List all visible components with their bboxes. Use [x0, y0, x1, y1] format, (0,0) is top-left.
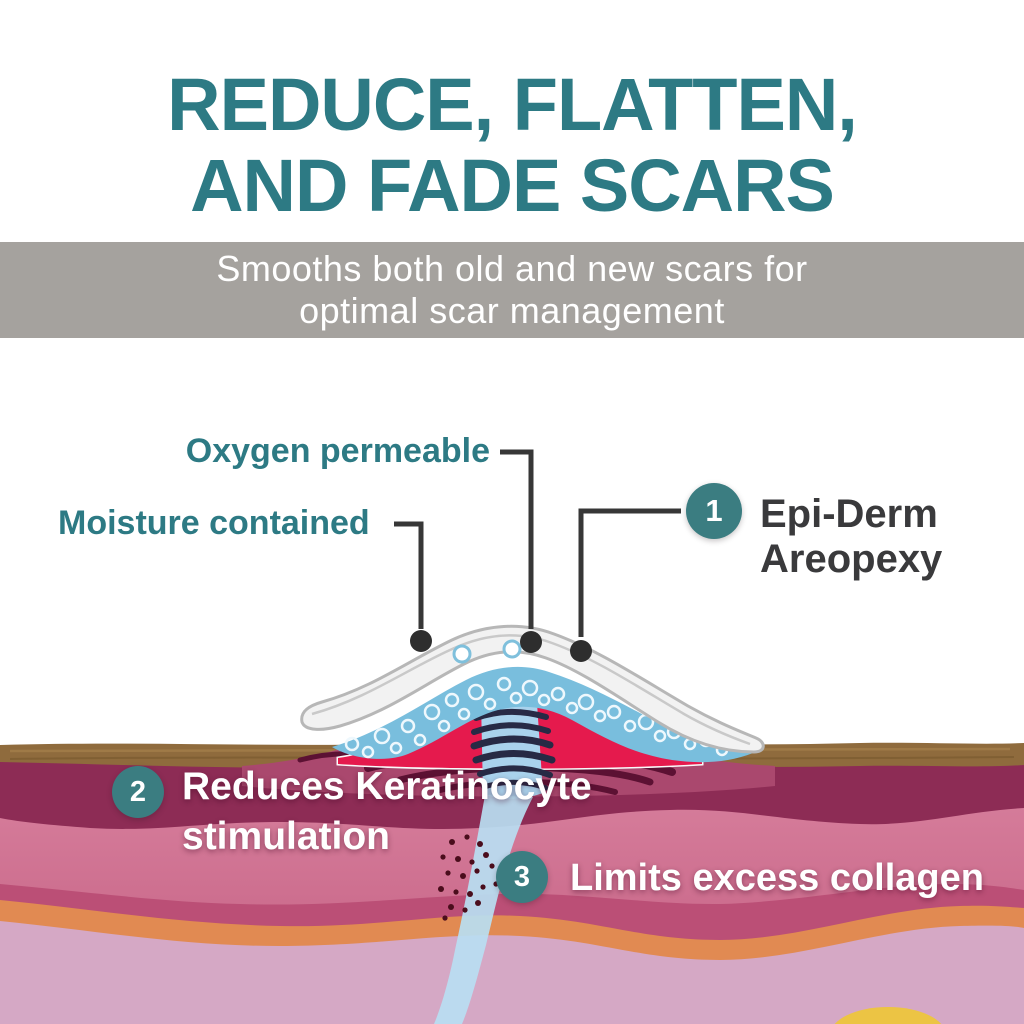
- callout-1-number: 1: [705, 493, 723, 528]
- oxygen-connector: [500, 449, 534, 629]
- connector-dots: [410, 630, 592, 662]
- callout-2-label: Reduces Keratinocyte stimulation: [182, 762, 592, 862]
- callout-2-number: 2: [129, 775, 147, 808]
- oxygen-layer: [332, 666, 753, 763]
- subtitle-line-2: optimal scar management: [299, 290, 725, 331]
- callout-connectors: [394, 449, 681, 637]
- oxygen-permeable-label: Oxygen permeable: [185, 432, 490, 470]
- callout-3-number: 3: [513, 860, 531, 893]
- pointer-dot: [410, 630, 432, 652]
- callout-2-line-2: stimulation: [182, 815, 391, 858]
- pointer-dot: [520, 631, 542, 653]
- subcutis-lavender-layer: [0, 921, 1024, 1024]
- pointer-dot: [570, 640, 592, 662]
- callout-3-badge: 3: [496, 851, 548, 903]
- callout-1-line-2: Areopexy: [760, 537, 943, 581]
- callout-2-line-1: Reduces Keratinocyte: [182, 765, 592, 808]
- callout-1-label: Epi-Derm Areopexy: [760, 492, 942, 582]
- pressure-strip: [470, 700, 556, 799]
- title-line-2: AND FADE SCARS: [190, 144, 835, 227]
- callout-2-badge: 2: [112, 766, 164, 818]
- subtitle-banner: Smooths both old and new scars for optim…: [0, 242, 1024, 338]
- moisture-contained-label: Moisture contained: [58, 504, 370, 542]
- callout-3-line-1: Limits excess collagen: [570, 857, 984, 899]
- moisture-connector: [394, 521, 424, 629]
- callout-1-badge: 1: [686, 483, 742, 539]
- epiderm-connector: [578, 508, 681, 637]
- gland-blob: [834, 1007, 942, 1024]
- callout-1-line-1: Epi-Derm: [760, 492, 938, 536]
- arrow-strip: [434, 795, 533, 1024]
- page-title: REDUCE, FLATTEN, AND FADE SCARS: [0, 64, 1024, 226]
- title-line-1: REDUCE, FLATTEN,: [167, 63, 858, 146]
- cell-dots: [438, 834, 499, 921]
- subtitle-line-1: Smooths both old and new scars for: [216, 248, 808, 289]
- callout-3-label: Limits excess collagen: [570, 857, 984, 900]
